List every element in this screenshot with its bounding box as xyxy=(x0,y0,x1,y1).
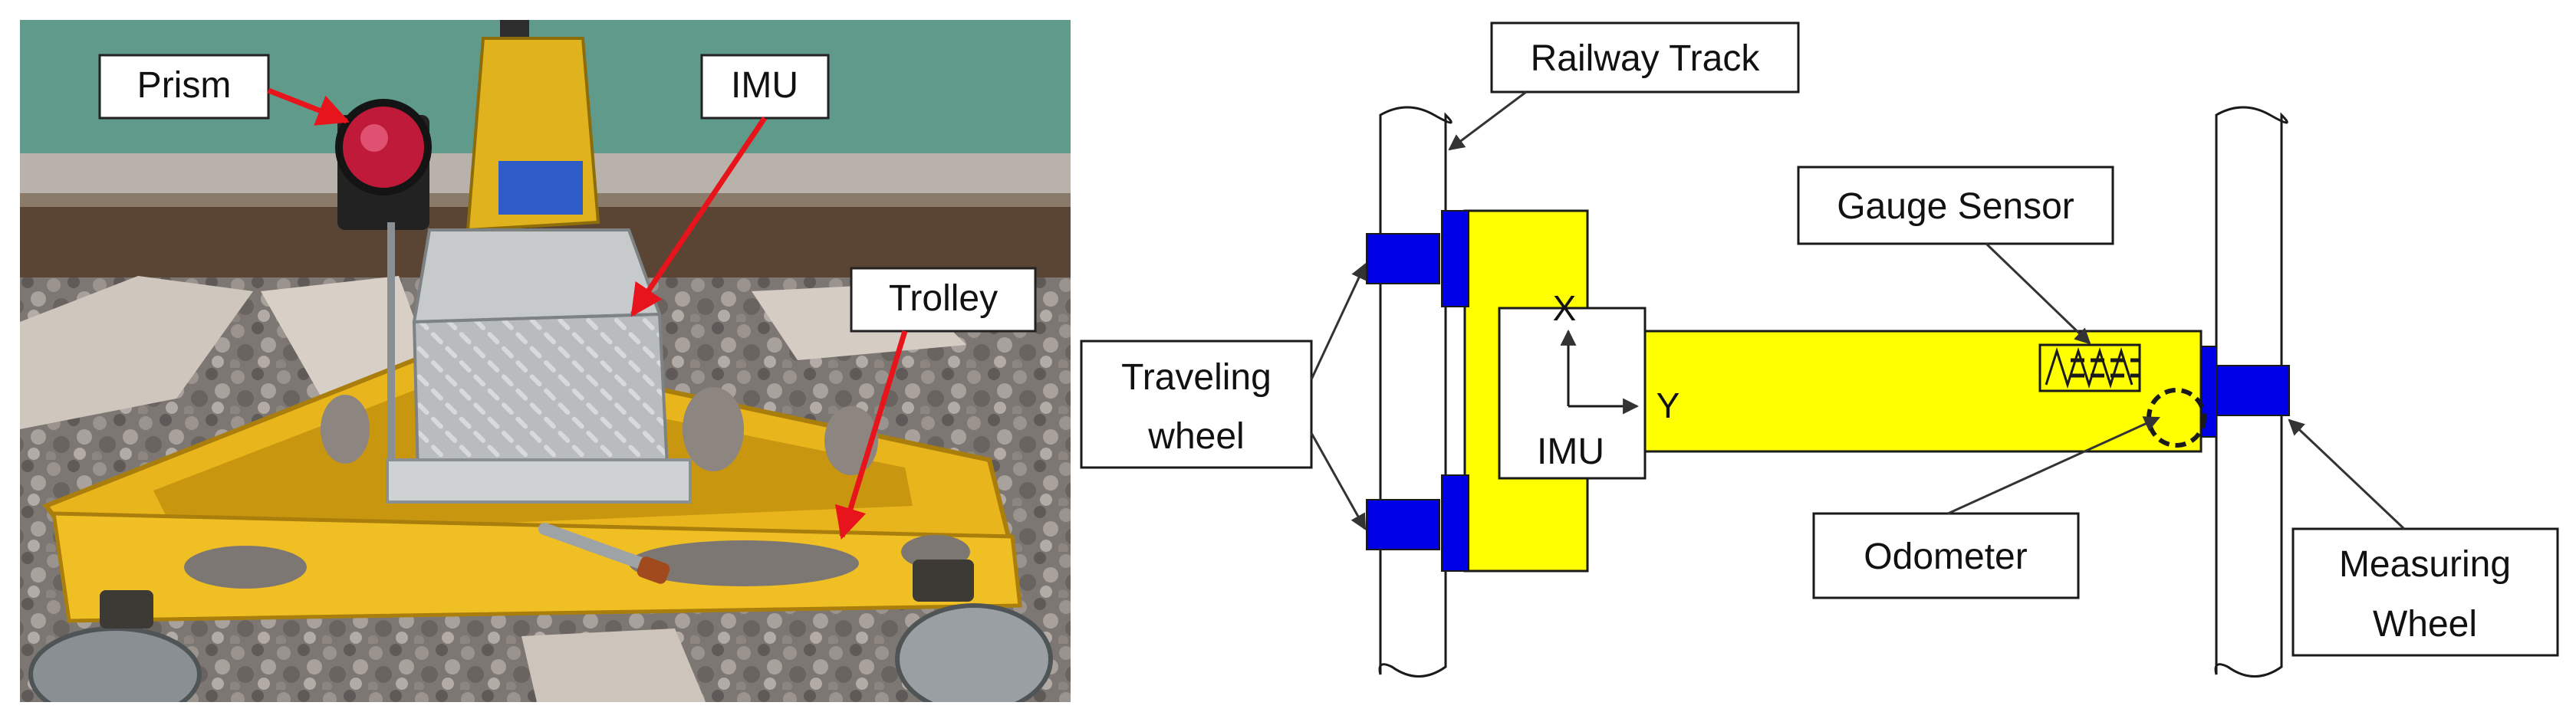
traveling-wheel-leader-bottom xyxy=(1310,432,1367,530)
traveling-wheel-leader-top xyxy=(1310,263,1367,380)
imu-photo-label: IMU xyxy=(731,65,798,106)
measuring-wheel-leader xyxy=(2288,418,2406,530)
prism-callout: Prism xyxy=(98,54,350,126)
trolley-schematic: X Y IMU Railway Track Gauge Sensor Trave… xyxy=(1080,21,2559,678)
measuring-wheel-label-line2: Wheel xyxy=(2373,604,2477,645)
prism-arrow xyxy=(267,87,350,126)
trolley-wheel xyxy=(28,626,202,702)
traveling-wheel-bottom xyxy=(1366,499,1440,550)
prism-label-box xyxy=(98,54,270,120)
imu-photo-callout: IMU xyxy=(630,54,830,317)
railway-track-label: Railway Track xyxy=(1531,38,1761,79)
odometer-leader xyxy=(1947,416,2160,515)
trolley-hole xyxy=(321,395,370,464)
traveling-wheel-top xyxy=(1366,233,1440,284)
imu-box-front xyxy=(412,312,669,478)
traveling-wheel-label-line2: wheel xyxy=(1147,416,1244,457)
trolley-wheel-bracket xyxy=(913,560,974,602)
traveling-wheel-label-line1: Traveling xyxy=(1121,357,1272,398)
gauge-sensor-leader xyxy=(1985,242,2091,345)
trolley-label: Trolley xyxy=(889,278,998,319)
imu-photo-label-box xyxy=(700,54,830,120)
trolley-handle xyxy=(538,523,658,573)
photo-sleeper xyxy=(521,628,706,702)
axis-y-label: Y xyxy=(1656,386,1680,425)
prism-glint xyxy=(360,124,388,152)
trolley-wheel-bracket xyxy=(100,590,153,628)
trolley-photo: Prism IMU Trolley xyxy=(20,20,1071,702)
gauge-sensor xyxy=(2038,343,2141,392)
trolley-handle-grip xyxy=(637,556,670,584)
electronics-panel xyxy=(498,161,583,215)
railway-track-leader xyxy=(1448,90,1527,151)
traveling-wheel-label-box xyxy=(1080,340,1313,469)
trolley-wheel xyxy=(895,603,1053,702)
trolley-beam xyxy=(51,511,1022,623)
measuring-wheel-label-box xyxy=(2291,527,2559,657)
axis-x-label: X xyxy=(1553,288,1577,328)
imu-box-top xyxy=(412,228,662,324)
measuring-wheel xyxy=(2216,365,2290,416)
left-rail xyxy=(1378,106,1452,678)
railway-track-label-box xyxy=(1490,21,1800,94)
gauge-sensor-label-box xyxy=(1797,166,2114,245)
trolley-hole xyxy=(184,546,307,589)
imu-photo-arrow xyxy=(630,117,767,317)
gauge-sensor-label: Gauge Sensor xyxy=(1837,186,2074,227)
traveling-wheel-top-hub xyxy=(1441,210,1469,307)
photo-sleeper xyxy=(20,276,253,429)
imu-base-plate xyxy=(386,458,692,504)
traveling-wheel-bottom-hub xyxy=(1441,474,1469,572)
prism-label: Prism xyxy=(137,65,232,106)
trolley-hole xyxy=(629,540,859,586)
trolley-hole xyxy=(683,387,744,471)
measuring-wheel-label-line1: Measuring xyxy=(2339,544,2511,585)
trolley-arrow xyxy=(834,330,908,540)
odometer-label: Odometer xyxy=(1864,537,2027,577)
trolley-label-box xyxy=(850,267,1037,333)
trolley-callout: Trolley xyxy=(834,267,1037,540)
odometer-label-box xyxy=(1812,512,2080,599)
gauge-sensor-spring xyxy=(2045,347,2134,389)
imu-schematic-label: IMU xyxy=(1537,432,1604,472)
